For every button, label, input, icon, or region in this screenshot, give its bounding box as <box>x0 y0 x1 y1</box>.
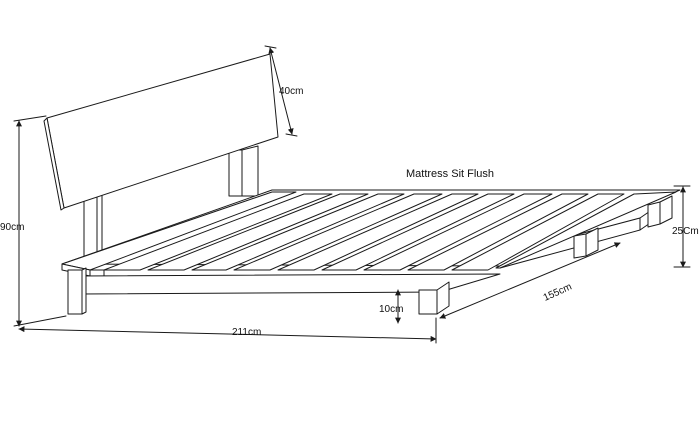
headboard-post-right <box>228 145 259 197</box>
dimension-width <box>439 242 621 319</box>
label-length: 211cm <box>232 327 261 338</box>
label-headboard-height: 40cm <box>279 86 303 97</box>
dimension-frame-height <box>673 185 691 268</box>
label-total-height: 90cm <box>0 222 24 233</box>
front-leg-left <box>67 267 87 315</box>
label-width: 155cm <box>542 281 574 303</box>
dimension-headboard <box>264 45 298 137</box>
headboard <box>43 53 279 211</box>
dimension-total-height <box>13 115 67 327</box>
caption-mattress-flush: Mattress Sit Flush <box>406 168 494 180</box>
slats <box>61 191 677 277</box>
corner-leg-back-right <box>647 195 673 228</box>
dimension-length <box>18 317 437 344</box>
label-clearance: 10cm <box>379 304 403 315</box>
label-frame-height: 25Cm <box>672 226 699 237</box>
